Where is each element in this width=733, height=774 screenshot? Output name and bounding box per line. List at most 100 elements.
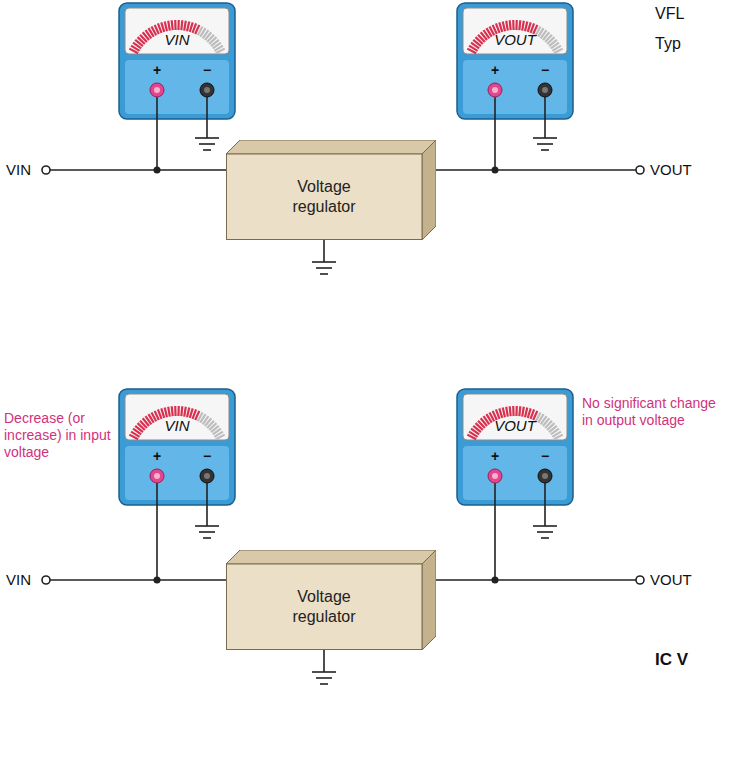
meter-ground-lead [544, 120, 546, 138]
scale-tick [525, 407, 527, 417]
regulator-box: Voltage regulator [226, 140, 436, 240]
polarity-sign: − [535, 449, 555, 463]
jack-hole [204, 473, 210, 479]
scale-tick [161, 408, 164, 418]
voltmeter: VIN+− [118, 2, 236, 120]
scale-tick [525, 21, 527, 31]
scale-tick [171, 20, 174, 30]
scale-tick [512, 406, 515, 416]
wire [436, 506, 495, 580]
meter-symbol [456, 388, 574, 506]
meter-symbol [118, 2, 236, 120]
scale-tick [515, 406, 518, 416]
text-label: Typ [655, 34, 681, 53]
regulator-ground-lead [323, 240, 325, 262]
regulator-ground-lead [323, 650, 325, 672]
polarity-sign: + [485, 63, 505, 77]
input-terminal [42, 166, 50, 174]
wire [157, 120, 226, 170]
scale-tick [499, 22, 502, 32]
scale-tick [509, 20, 512, 30]
box-side [422, 550, 436, 650]
meter-lead [206, 483, 208, 506]
box-top [226, 140, 436, 154]
scale-tick [180, 406, 183, 416]
meter-body [119, 3, 235, 119]
box-front [227, 154, 423, 240]
box-front [227, 564, 423, 650]
scale-tick [506, 21, 508, 31]
scale-tick [187, 21, 189, 31]
meter-face [463, 394, 567, 440]
meter-symbol [118, 388, 236, 506]
positive-jack [488, 83, 502, 97]
input-wire [50, 169, 157, 171]
meter-panel [463, 446, 567, 500]
output-wire [495, 169, 636, 171]
text-label: VIN [6, 161, 31, 179]
scale-tick [168, 407, 170, 417]
text-label: VIN [6, 571, 31, 589]
jack-hole [154, 87, 160, 93]
scale-tick [503, 21, 505, 31]
voltmeter: VOUT + − [456, 2, 574, 120]
scale-tick [518, 406, 521, 416]
scale-tick [216, 435, 225, 440]
box-side [422, 140, 436, 240]
text-label: IC V [655, 650, 688, 670]
negative-jack [538, 83, 552, 97]
scale-tick [177, 20, 180, 30]
meter-face [125, 8, 229, 54]
meter-label: VOUT [456, 32, 574, 47]
scale-tick [184, 21, 186, 31]
scale-tick [503, 407, 505, 417]
meter-panel [125, 60, 229, 114]
meter-body [457, 3, 573, 119]
meter-label: VOUT [456, 418, 574, 433]
meter-ground-lead [206, 120, 208, 138]
regulator-label: Voltage regulator [226, 154, 422, 240]
text-label: VFL [655, 4, 684, 23]
scale-tick [180, 20, 183, 30]
annotation: Decrease (or increase) in input voltage [4, 410, 116, 460]
meter-body [457, 389, 573, 505]
scale-tick [187, 407, 189, 417]
regulator-box: Voltage regulator [226, 550, 436, 650]
negative-jack [200, 469, 214, 483]
positive-jack [488, 469, 502, 483]
regulator-label: Voltage regulator [226, 564, 422, 650]
meter-ground-lead [544, 506, 546, 526]
polarity-sign: − [197, 63, 217, 77]
text-label: VOUT [650, 571, 692, 589]
jack-hole [492, 473, 498, 479]
meter-label: VIN [118, 418, 236, 433]
scale-tick [184, 407, 186, 417]
output-wire [495, 579, 636, 581]
voltmeter: VOUT + − [456, 388, 574, 506]
polarity-sign: − [535, 63, 555, 77]
polarity-sign: + [147, 449, 167, 463]
positive-jack [150, 469, 164, 483]
meter-face [463, 8, 567, 54]
output-terminal [636, 576, 644, 584]
scale-tick [168, 21, 170, 31]
meter-ground-lead [206, 506, 208, 526]
polarity-sign: + [485, 449, 505, 463]
scale-tick [506, 407, 508, 417]
voltmeter: VIN + − [118, 388, 236, 506]
scale-tick [518, 20, 521, 30]
polarity-sign: − [197, 449, 217, 463]
meter-label: VIN [118, 32, 236, 47]
scale-tick [509, 406, 512, 416]
scale-tick [165, 21, 167, 31]
meter-panel [463, 60, 567, 114]
meter-lead [494, 97, 496, 120]
scale-tick [174, 406, 177, 416]
meter-lead [494, 483, 496, 506]
negative-jack [538, 469, 552, 483]
jack-hole [204, 87, 210, 93]
wire [157, 506, 226, 580]
